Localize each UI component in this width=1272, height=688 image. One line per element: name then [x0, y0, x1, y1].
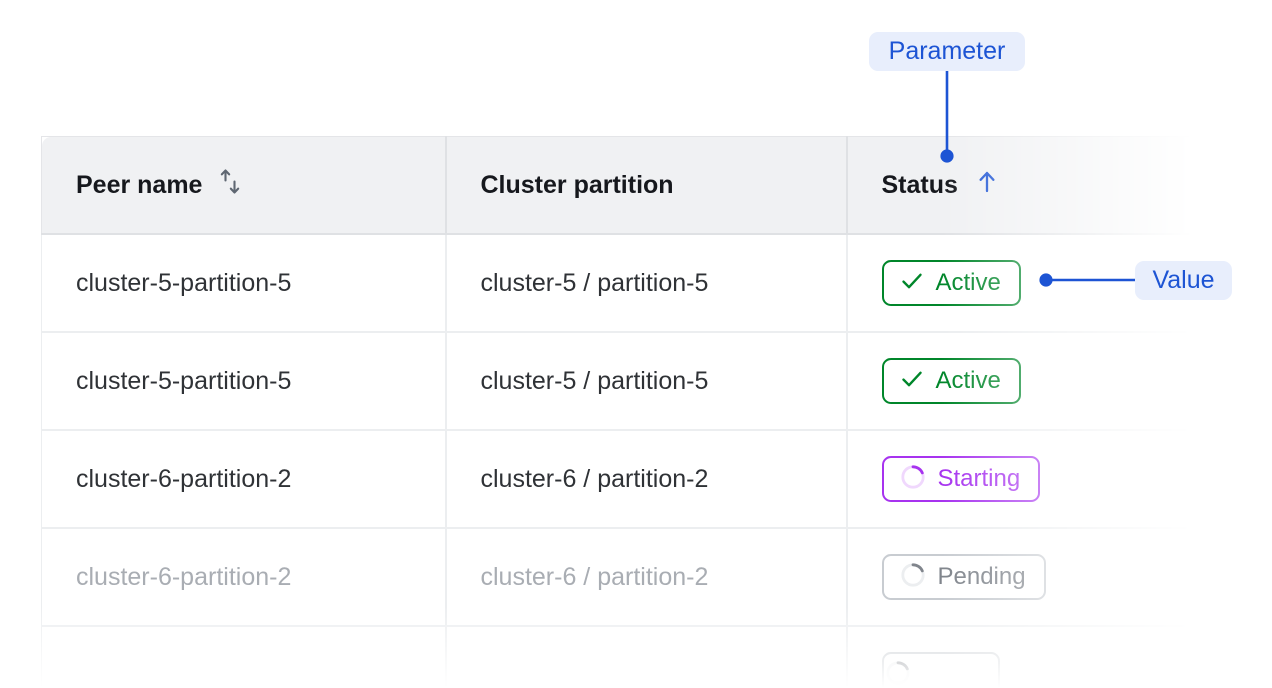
status-badge-active: Active	[881, 358, 1021, 404]
status-badge-label: Active	[935, 367, 1001, 394]
status-badge-label: Starting	[937, 465, 1021, 492]
spinner-icon	[884, 659, 912, 688]
cell-status	[846, 626, 1193, 688]
table-header: Peer name Cluster partition	[41, 136, 1193, 235]
status-badge-pending: Pending	[881, 554, 1046, 600]
table-header-row: Peer name Cluster partition	[41, 136, 1193, 235]
cell-cluster-partition	[445, 626, 848, 688]
sort-updown-icon[interactable]	[218, 167, 244, 204]
spinner-icon	[899, 561, 927, 594]
cell-peer-name: cluster-6-partition-2	[41, 430, 447, 529]
table-row[interactable]: cluster-5-partition-5 cluster-5 / partit…	[41, 332, 1193, 431]
status-badge-pending	[881, 652, 1000, 688]
annotation-label-value: Value	[1135, 261, 1232, 300]
table-body: cluster-5-partition-5 cluster-5 / partit…	[41, 234, 1193, 688]
status-badge-starting: Starting	[881, 456, 1041, 502]
check-icon	[899, 366, 925, 397]
status-badge-active: Active	[881, 260, 1021, 306]
cell-status: Active	[846, 234, 1193, 333]
check-icon	[899, 268, 925, 299]
sort-up-icon[interactable]	[974, 168, 1000, 203]
table-row[interactable]: cluster-6-partition-2 cluster-6 / partit…	[41, 430, 1193, 529]
cell-cluster-partition: cluster-6 / partition-2	[445, 528, 848, 627]
column-header-status-label: Status	[881, 170, 958, 199]
cell-status: Active	[846, 332, 1193, 431]
peers-table: Peer name Cluster partition	[41, 136, 1193, 688]
column-header-peer-name-label: Peer name	[76, 170, 203, 199]
annotation-label-parameter: Parameter	[869, 32, 1025, 71]
spinner-icon	[899, 463, 927, 496]
cell-peer-name: cluster-5-partition-5	[41, 234, 447, 333]
cell-peer-name: cluster-6-partition-2	[41, 528, 447, 627]
column-header-peer-name[interactable]: Peer name	[41, 136, 447, 235]
status-badge-label: Active	[935, 269, 1001, 296]
table-row[interactable]: cluster-5-partition-5 cluster-5 / partit…	[41, 234, 1193, 333]
column-header-status[interactable]: Status	[846, 136, 1193, 235]
cell-peer-name: cluster-5-partition-5	[41, 332, 447, 431]
status-badge-label: Pending	[937, 563, 1026, 590]
cell-cluster-partition: cluster-6 / partition-2	[445, 430, 848, 529]
column-header-cluster-partition[interactable]: Cluster partition	[445, 136, 848, 235]
peers-table-container: Peer name Cluster partition	[41, 136, 1193, 688]
table-row[interactable]	[41, 626, 1193, 688]
cell-status: Starting	[846, 430, 1193, 529]
table-row[interactable]: cluster-6-partition-2 cluster-6 / partit…	[41, 528, 1193, 627]
cell-cluster-partition: cluster-5 / partition-5	[445, 332, 848, 431]
column-header-cluster-partition-label: Cluster partition	[480, 170, 674, 199]
cell-peer-name	[41, 626, 447, 688]
cell-cluster-partition: cluster-5 / partition-5	[445, 234, 848, 333]
cell-status: Pending	[846, 528, 1193, 627]
